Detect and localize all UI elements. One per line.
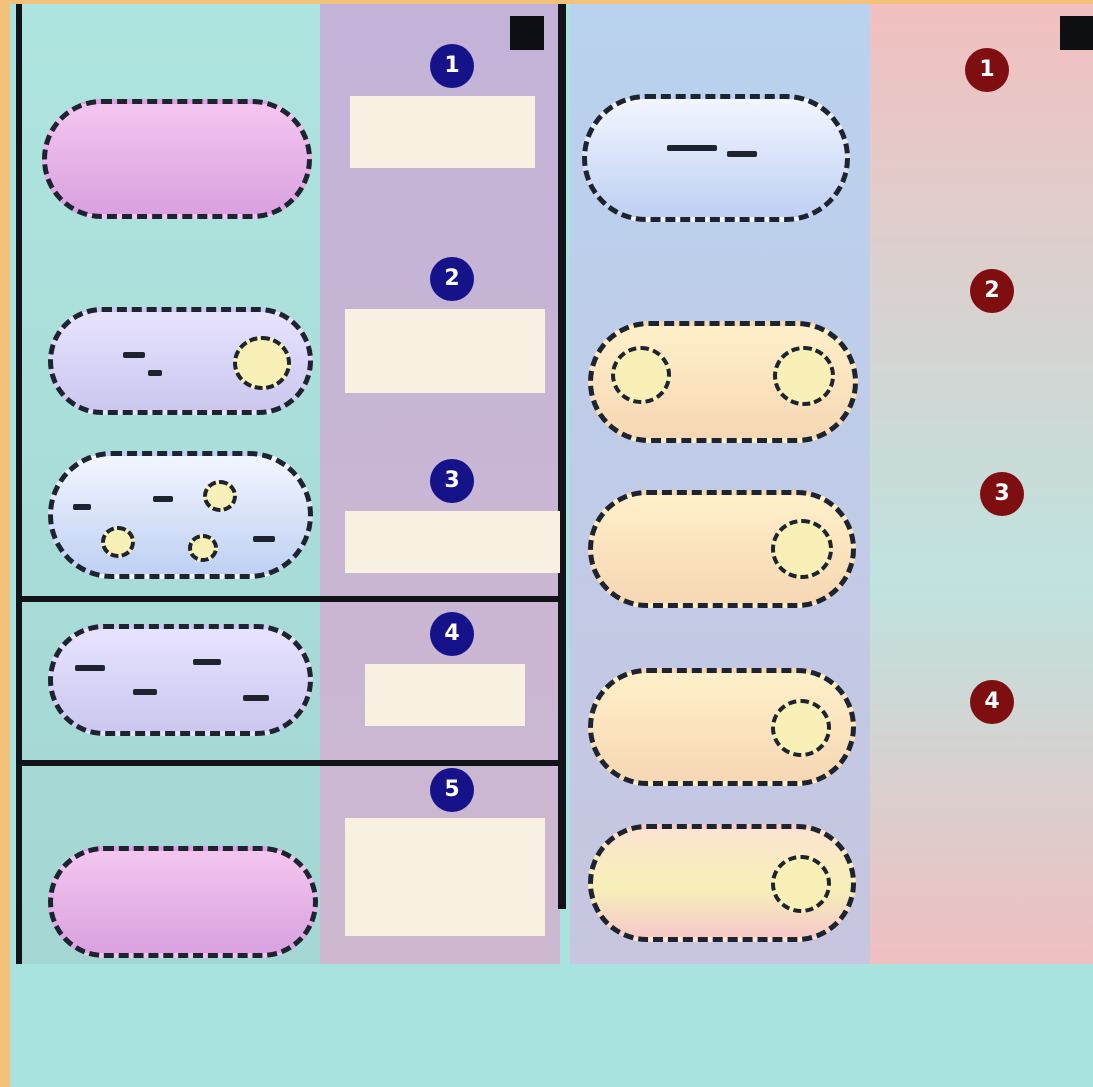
left-step-3-dna-fragment [73, 504, 91, 510]
right-step-2-caption [895, 324, 1090, 410]
left-step-2: 2 [20, 229, 560, 419]
left-step-4-cell-illustration [48, 624, 313, 736]
left-step-3-spore [101, 526, 135, 558]
left-step-4-badge: 4 [430, 612, 474, 656]
right-step-3-endospore [771, 519, 833, 579]
right-step-4: 4 [570, 634, 1093, 959]
right-step-4-cell-illustration [588, 668, 856, 786]
right-step-4-caption [880, 734, 1093, 884]
right-step-2-forespore [773, 346, 835, 406]
left-step-4-debris [243, 695, 269, 701]
right-step-4-released-spore-illustration [588, 824, 856, 942]
left-step-3-dna-fragment [253, 536, 275, 542]
right-step-2-forespore [611, 346, 671, 404]
right-step-3-badge: 3 [980, 472, 1024, 516]
left-step-2-badge: 2 [430, 257, 474, 301]
left-step-3-cell-illustration [48, 451, 313, 579]
right-step-4-free-spore [771, 855, 831, 913]
right-step-1-dna-fragment [667, 145, 717, 151]
left-step-3: 3 [20, 419, 560, 596]
left-step-4-debris [193, 659, 221, 665]
left-step-5-caption [345, 818, 545, 936]
left-step-4: 4 [20, 602, 560, 760]
right-step-1-cell-illustration [582, 94, 850, 222]
right-step-4-mature-spore [771, 699, 831, 757]
right-step-1-dna-fragment [727, 151, 757, 157]
left-step-2-dna-fragment [148, 370, 162, 376]
left-step-3-dna-fragment [153, 496, 173, 502]
left-step-4-caption [365, 664, 525, 726]
left-step-5-badge: 5 [430, 768, 474, 812]
right-step-4-badge: 4 [970, 680, 1014, 724]
left-step-5: 5 [20, 766, 560, 964]
left-step-1-cell-illustration [42, 99, 312, 219]
left-step-5-cell-illustration [48, 846, 318, 958]
right-step-1: 1 [570, 4, 1093, 239]
right-step-3-cell-illustration [588, 490, 856, 608]
figure-frame: 1 2 3 4 [10, 4, 1093, 1087]
right-step-2: 2 [570, 239, 1093, 454]
left-step-3-spore [188, 534, 218, 562]
left-step-3-spore [203, 480, 237, 512]
right-step-3: 3 [570, 454, 1093, 634]
left-step-4-debris [133, 689, 157, 695]
left-step-3-caption [345, 511, 560, 573]
right-step-2-badge: 2 [970, 269, 1014, 313]
right-step-1-badge: 1 [965, 48, 1009, 92]
left-step-2-caption [345, 309, 545, 393]
left-step-4-debris [75, 665, 105, 671]
left-step-2-endospore [233, 336, 291, 390]
left-step-1-caption [350, 96, 535, 168]
right-step-1-caption [900, 102, 1085, 158]
left-step-1-badge: 1 [430, 44, 474, 88]
left-step-2-cell-illustration [48, 307, 313, 415]
right-step-3-caption [895, 532, 1090, 618]
left-step-2-dna-fragment [123, 352, 145, 358]
left-step-3-badge: 3 [430, 459, 474, 503]
left-step-1: 1 [20, 4, 560, 229]
right-step-2-cell-illustration [588, 321, 858, 443]
